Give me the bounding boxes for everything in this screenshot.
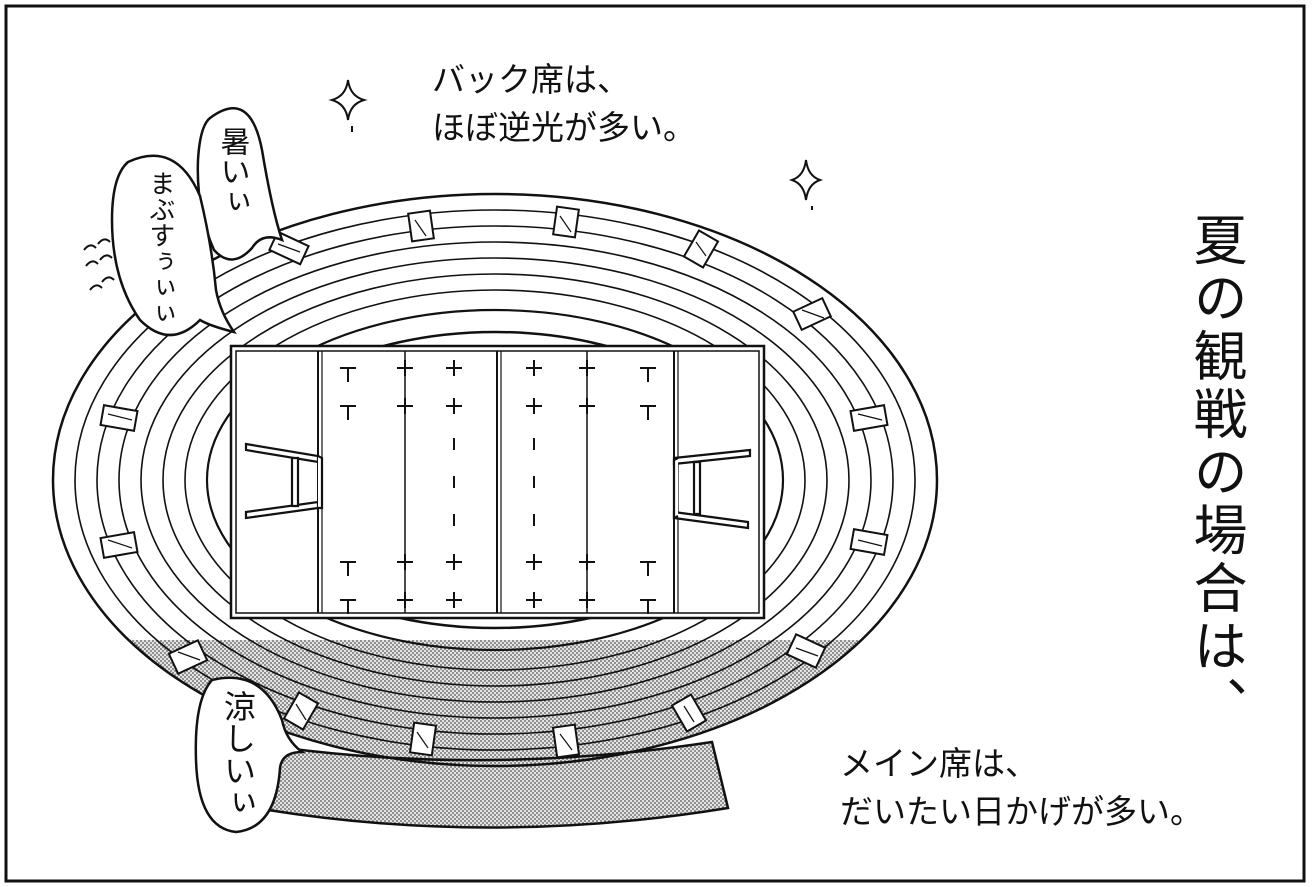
goal-post-right — [672, 448, 752, 530]
caption-back-stand: バック席は、 ほぼ逆光が多い。 — [432, 56, 696, 152]
caption-back-line1: バック席は、 — [432, 60, 630, 99]
bubble-hot-outline — [196, 107, 285, 261]
caption-main-stand: メイン席は、 だいたい日かげが多い。 — [840, 740, 1203, 836]
stadium-rings — [51, 192, 939, 768]
bubble-cool-text: 涼しいぃ — [219, 690, 257, 818]
gate-hatching — [107, 215, 883, 751]
motion-marks — [83, 238, 115, 291]
vertical-title: 夏の観戦の場合は、 — [1184, 212, 1247, 734]
bubble-cool-outline — [194, 676, 306, 834]
caption-main-line2: だいたい日かげが多い。 — [840, 792, 1203, 831]
bubble-glare-outline — [110, 154, 237, 337]
goal-post-left — [244, 442, 324, 520]
stand-gates — [99, 205, 889, 759]
bubble-hot-text: 暑いぃ — [215, 126, 250, 216]
main-stand-shade — [128, 640, 862, 766]
main-stand-roof — [266, 740, 730, 829]
sparkle-icon — [328, 79, 824, 210]
caption-back-line2: ほぼ逆光が多い。 — [432, 108, 696, 147]
field-markings — [340, 360, 656, 614]
rugby-field — [229, 344, 766, 620]
caption-main-line1: メイン席は、 — [840, 744, 1038, 783]
bubble-glare-text: まぶすぅぃぃ — [145, 170, 175, 326]
